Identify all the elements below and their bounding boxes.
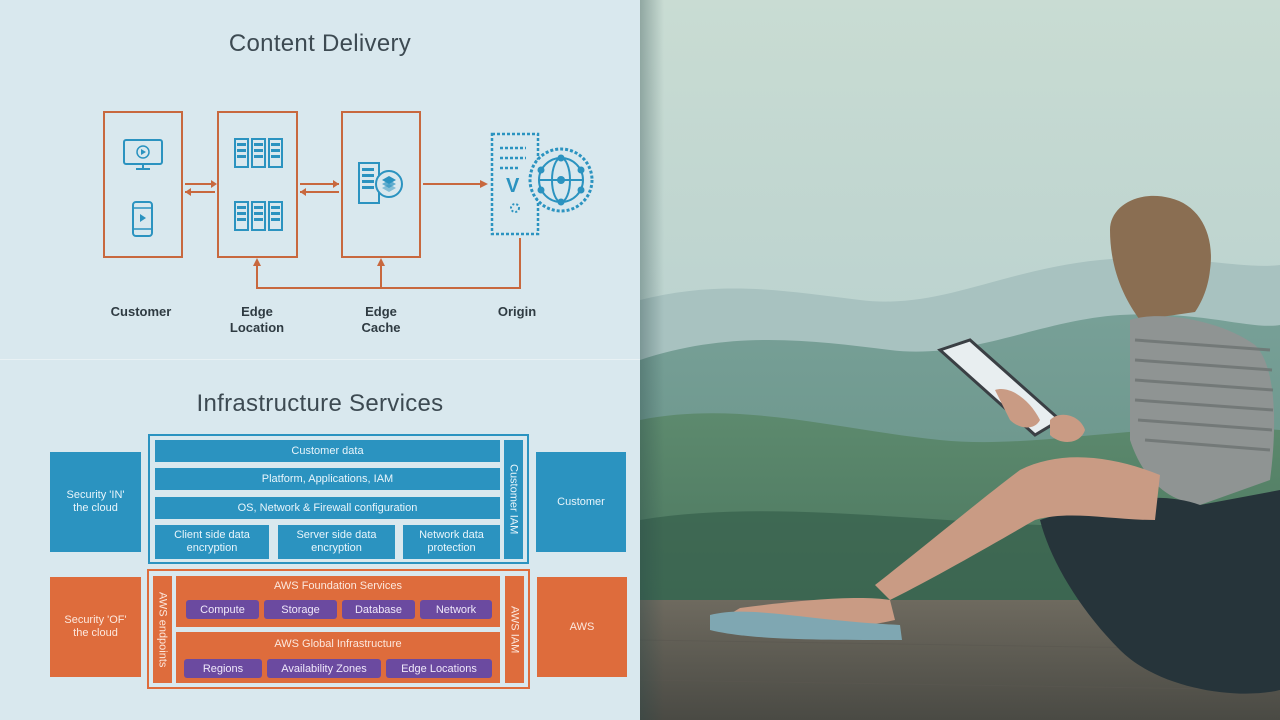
customer-label: Customer [110,304,172,319]
compute-pill: Compute [186,600,259,619]
section-divider [0,359,640,360]
origin-label: Origin [497,304,537,319]
network-pill: Network [420,600,492,619]
phone-play-icon [132,201,153,237]
infrastructure-title: Infrastructure Services [196,390,444,417]
edge-locations-pill: Edge Locations [386,659,492,678]
platform-bar: Platform, Applications, IAM [155,468,500,490]
cache-server-icon [358,162,403,204]
customer-data-bar: Customer data [155,440,500,462]
customer-box-right: Customer [536,452,626,552]
svg-text:V: V [506,175,520,197]
edge-location-label: Edge Location [229,304,285,335]
customer-iam-bar: Customer IAM [504,440,523,559]
storage-pill: Storage [264,600,337,619]
network-data-protection-bar: Network data protection [403,525,500,559]
edge-location-box [217,111,298,258]
edge-cache-box [341,111,421,258]
regions-pill: Regions [184,659,262,678]
edge-cache-label: Edge Cache [361,304,401,335]
aws-global-infrastructure-title: AWS Global Infrastructure [274,638,402,650]
aws-foundation-services-title: AWS Foundation Services [274,580,402,592]
aws-responsibility-frame [147,569,530,689]
photo-edge-shadow [640,0,664,720]
client-side-encryption-bar: Client side data encryption [155,525,269,559]
aws-endpoints-bar: AWS endpoints [153,576,172,683]
monitor-play-icon [123,139,163,170]
woman-with-tablet-photo [640,0,1280,720]
photo-illustration [640,0,1280,720]
customer-box [103,111,183,258]
aws-box: AWS [537,577,627,677]
server-rack-icon [234,138,283,168]
database-pill: Database [342,600,415,619]
security-in-box: Security 'IN' the cloud [50,452,141,552]
content-delivery-connectors [185,180,521,289]
customer-responsibility-frame [148,434,529,564]
slide-diagram-panel: Content Delivery [0,30,640,689]
globe-network-icon [528,147,594,213]
server-side-encryption-bar: Server side data encryption [278,525,395,559]
security-of-box: Security 'OF' the cloud [50,577,141,677]
availability-zones-pill: Availability Zones [267,659,381,678]
os-network-bar: OS, Network & Firewall configuration [155,497,500,519]
content-delivery-title: Content Delivery [228,30,412,57]
aws-iam-bar: AWS IAM [505,576,524,683]
server-rack-icon [234,201,283,231]
